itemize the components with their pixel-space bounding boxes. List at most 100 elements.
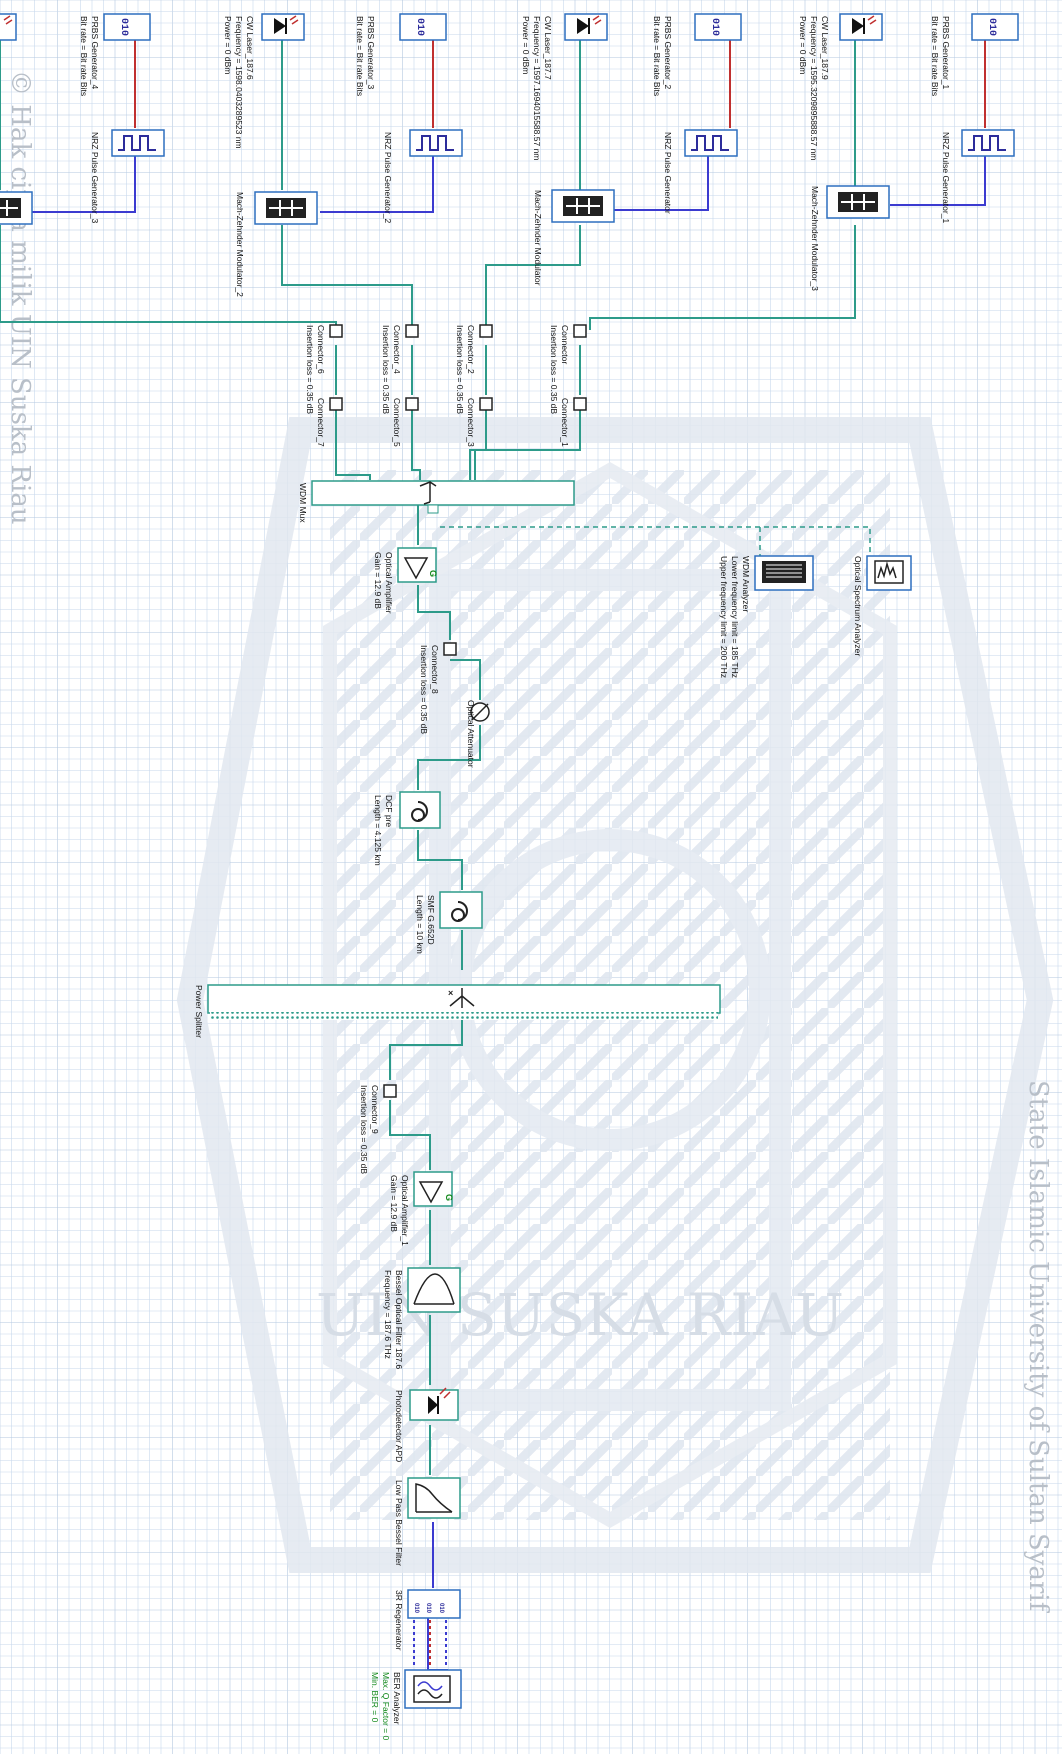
ber-min-ber: Min. BER = 0: [370, 1672, 380, 1723]
prbs1-label: PRBS Generator_1: [941, 16, 951, 90]
smf-length: Length = 10 km: [415, 895, 425, 954]
connector-block[interactable]: [574, 398, 586, 410]
cw-laser-3[interactable]: [262, 14, 304, 40]
connector9-loss: Insertion loss = 0.35 dB: [359, 1085, 369, 1174]
wdm-mux-label: WDM Mux: [298, 483, 308, 523]
prbs-generator-4[interactable]: 010: [104, 14, 150, 40]
connector-block[interactable]: [330, 398, 342, 410]
connector2-label: Connector_2: [466, 325, 476, 374]
cw-laser-1[interactable]: [840, 14, 882, 40]
svg-text:010: 010: [413, 1603, 419, 1614]
connector-block[interactable]: [406, 325, 418, 337]
photodetector-apd[interactable]: [410, 1388, 458, 1420]
connector8-label: Connector_8: [430, 645, 440, 694]
svg-text:010: 010: [438, 1603, 444, 1614]
svg-text:G: G: [444, 1194, 454, 1201]
mzm1-label: Mach-Zehnder Modulator: [533, 190, 543, 286]
watermark-left-text: © Hak cipta milik UIN Suska Riau: [5, 70, 35, 525]
wdm-analyzer[interactable]: [755, 556, 813, 590]
filter-frequency: Frequency = 187.6 THz: [383, 1270, 393, 1359]
dcf-label: DCF pre: [384, 795, 394, 827]
amp1-gain: Gain = 12.9 dB: [389, 1175, 399, 1232]
nrz1-label: NRZ Pulse Generator_1: [941, 132, 951, 223]
connector-block[interactable]: [406, 398, 418, 410]
nrz4-label: NRZ Pulse Generator_3: [90, 132, 100, 223]
connector-block[interactable]: [574, 325, 586, 337]
ber-label: BER Analyzer: [392, 1672, 402, 1725]
prbs2-bitrate: Bit rate = Bit rate Bits: [652, 16, 662, 96]
cw2-label: CW Laser_187.7: [543, 16, 553, 80]
mzm2-label: Mach-Zehnder Modulator_2: [235, 192, 245, 297]
smf-fiber[interactable]: [440, 892, 482, 928]
connector2-loss: Insertion loss = 0.35 dB: [455, 325, 465, 414]
mzm3-label: Mach-Zehnder Modulator_3: [810, 186, 820, 291]
mz-modulator-1[interactable]: [552, 190, 614, 222]
cw1-label: CW Laser_187.9: [820, 16, 830, 80]
optical-amplifier-1[interactable]: G: [414, 1172, 454, 1206]
prbs4-label: PRBS Generator_4: [90, 16, 100, 90]
connector7-label: Connector_7: [316, 398, 326, 447]
connector4-loss: Insertion loss = 0.35 dB: [381, 325, 391, 414]
svg-text:010: 010: [709, 18, 720, 36]
connector-block[interactable]: [480, 325, 492, 337]
connector3-label: Connector_3: [466, 398, 476, 447]
regenerator-label: 3R Regenerator: [394, 1590, 404, 1651]
connector9-label: Connector_9: [370, 1085, 380, 1134]
osa-label: Optical Spectrum Analyzer: [853, 556, 863, 656]
cw1-frequency: Frequency = 1595.3209895888.57 nm: [809, 16, 819, 160]
dcf-length: Length = 4.125 km: [373, 795, 383, 866]
cw3-label: CW Laser_187.6: [245, 16, 255, 80]
cw-laser-4[interactable]: [0, 14, 16, 40]
prbs2-label: PRBS Generator_2: [663, 16, 673, 90]
svg-text:G: G: [428, 570, 438, 577]
prbs4-bitrate: Bit rate = Bit rate Bits: [79, 16, 89, 96]
filter-label: Bessel Optical Filter 187.6: [394, 1270, 404, 1369]
connector1-label: Connector_1: [560, 398, 570, 447]
optical-amplifier[interactable]: G: [398, 548, 438, 582]
nrz-pulse-generator-2[interactable]: [685, 130, 737, 156]
connector-block[interactable]: [330, 325, 342, 337]
connector-block[interactable]: [444, 643, 456, 655]
low-pass-bessel-filter[interactable]: [408, 1478, 460, 1518]
nrz-pulse-generator-1[interactable]: [962, 130, 1014, 156]
bessel-optical-filter[interactable]: [408, 1268, 460, 1312]
prbs-generator-2[interactable]: 010: [695, 14, 741, 40]
prbs3-bitrate: Bit rate = Bit rate Bits: [355, 16, 365, 96]
lpf-label: Low Pass Bessel Filter: [394, 1480, 404, 1566]
connector-block[interactable]: [480, 398, 492, 410]
connector-loss: Insertion loss = 0.35 dB: [549, 325, 559, 414]
watermark-right-text: State Islamic University of Sultan Syari…: [1023, 1080, 1053, 1614]
amp-label: Optical Amplifier: [384, 552, 394, 614]
dcf-fiber[interactable]: [400, 792, 440, 828]
connector-block[interactable]: [384, 1085, 396, 1097]
prbs3-label: PRBS Generator_3: [366, 16, 376, 90]
cw1-power: Power = 0 dBm: [798, 16, 808, 74]
nrz-pulse-generator-3[interactable]: [410, 130, 462, 156]
cw-laser-2[interactable]: [565, 14, 607, 40]
binary-links: [135, 40, 985, 128]
cw3-frequency: Frequency = 1598.0403289523 nm: [234, 16, 244, 149]
power-splitter[interactable]: ×: [208, 985, 720, 1020]
attenuator-label: Optical Attenuator: [466, 700, 476, 768]
spectrum-analyzer[interactable]: [867, 556, 911, 590]
prbs-generator-1[interactable]: 010: [972, 14, 1018, 40]
wdm-analyzer-upper: Upper frequency limit = 200 THz: [719, 556, 729, 678]
ber-analyzer[interactable]: [405, 1670, 461, 1708]
mz-modulators: [0, 186, 889, 224]
photodetector-label: Photodetector APD: [394, 1390, 404, 1462]
splitter-label: Power Splitter: [194, 985, 204, 1038]
mz-modulator-3[interactable]: [827, 186, 889, 218]
nrz2-label: NRZ Pulse Generator: [663, 132, 673, 214]
mz-modulator-4[interactable]: [0, 192, 32, 224]
nrz-pulse-generator-4[interactable]: [112, 130, 164, 156]
amp1-label: Optical Amplifier_1: [400, 1175, 410, 1246]
svg-text:010: 010: [425, 1603, 431, 1614]
svg-text:010: 010: [986, 18, 997, 36]
mz-modulator-2[interactable]: [255, 192, 317, 224]
svg-text:010: 010: [118, 18, 129, 36]
3r-regenerator[interactable]: 010 010 010: [408, 1590, 460, 1666]
connector4-label: Connector_4: [392, 325, 402, 374]
prbs-generator-3[interactable]: 010: [400, 14, 446, 40]
